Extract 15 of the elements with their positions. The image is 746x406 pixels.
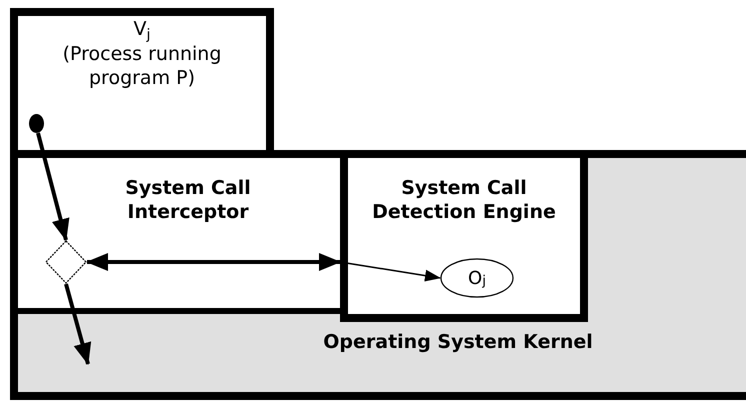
decision-diamond [45, 240, 87, 284]
start-dot [29, 114, 44, 133]
interceptor-label: System Call Interceptor [124, 176, 252, 224]
detection-engine-label: System Call Detection Engine [371, 176, 557, 224]
output-label: O$_{j}$ [467, 266, 487, 292]
arrow [64, 283, 92, 365]
detection-engine-box [340, 158, 588, 322]
kernel-region [10, 150, 746, 400]
process-name: V$_{j}$ [132, 18, 152, 40]
process-description: (Process running program P) [62, 42, 222, 90]
output-ellipse [440, 258, 514, 298]
kernel-label: Operating System Kernel [322, 330, 594, 354]
arrow [86, 252, 341, 271]
interceptor-box [18, 158, 340, 314]
arrow [36, 132, 70, 241]
